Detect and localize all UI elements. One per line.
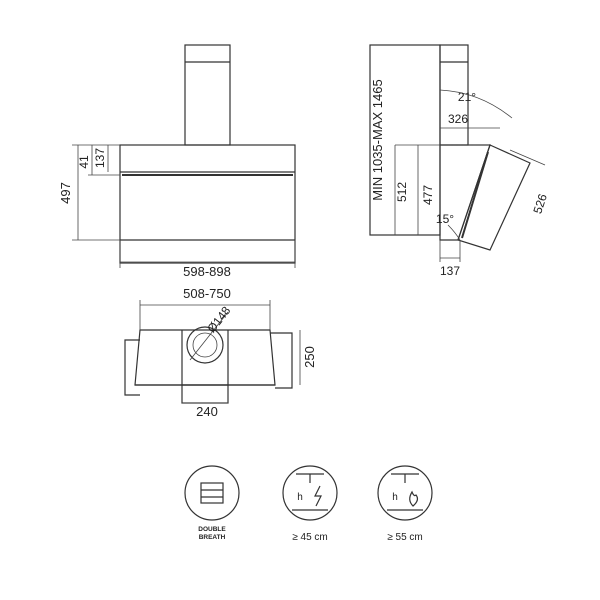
gas-hob-distance-icon (377, 465, 433, 521)
front-chimney (184, 44, 231, 146)
electric-bolt-icon (314, 485, 322, 507)
side-chimney-range: MIN 1035-MAX 1465 (370, 79, 385, 200)
front-hood-body (119, 144, 296, 264)
top-width-240: 240 (196, 404, 218, 419)
side-depth-326: 326 (448, 112, 468, 126)
side-view: MIN 1035-MAX 1465 21° 326 512 477 15° 52… (369, 44, 550, 278)
electric-distance-label: ≥ 45 cm (292, 532, 328, 543)
feature-double-breath: DOUBLE BREATH (184, 465, 240, 541)
front-height-41: 41 (77, 155, 91, 169)
side-glass-panel (457, 144, 531, 251)
feature-gas-distance: h ≥ 55 cm (377, 465, 433, 543)
side-panel-edge (461, 151, 489, 239)
top-duct-circle (186, 326, 224, 364)
front-height-137: 137 (93, 148, 107, 168)
double-breath-icon (184, 465, 240, 521)
front-view: 497 41 137 598-898 (58, 44, 296, 279)
front-height-497: 497 (58, 182, 73, 204)
top-duct-diameter: Ø148 (204, 303, 233, 335)
top-depth-250: 250 (302, 346, 317, 368)
feature-electric-distance: h ≥ 45 cm (282, 465, 338, 543)
dim-diameter-line (189, 311, 229, 361)
side-panel-526: 526 (530, 192, 550, 216)
electric-h-symbol: h (297, 492, 303, 503)
top-duct-inner (192, 332, 218, 358)
top-view: 508-750 Ø148 250 240 (124, 286, 317, 419)
top-width-range: 508-750 (183, 286, 231, 301)
side-height-477: 477 (421, 185, 435, 205)
gas-h-symbol: h (392, 492, 398, 503)
side-height-512: 512 (395, 182, 409, 202)
side-angle-arc-top (439, 89, 513, 119)
dim-526-line (509, 149, 546, 166)
electric-hob-distance-icon (282, 465, 338, 521)
side-angle-21: 21° (458, 90, 476, 104)
side-angle-15: 15° (436, 212, 454, 226)
double-breath-hood-shape (200, 482, 224, 504)
gas-flame-icon (409, 490, 419, 507)
top-left-bracket (124, 339, 140, 396)
front-width-range: 598-898 (183, 264, 231, 279)
double-breath-label-line2: BREATH (199, 534, 226, 541)
side-angle-arc-bottom (447, 224, 461, 241)
top-right-bracket (270, 332, 293, 389)
side-depth-137: 137 (440, 264, 460, 278)
gas-distance-label: ≥ 55 cm (387, 532, 423, 543)
top-back-plate (181, 384, 229, 404)
top-hood-outline (134, 329, 276, 386)
double-breath-label-line1: DOUBLE (198, 526, 226, 533)
